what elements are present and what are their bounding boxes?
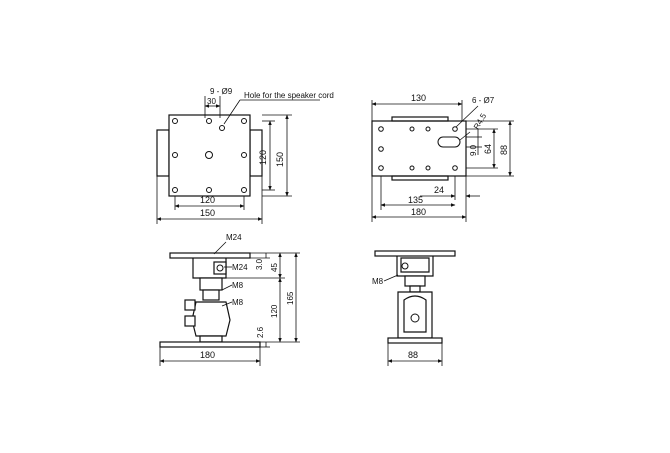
top-right-view: 130 6 - Ø7 R4.5 9.0 64 88 24 135 180 [371,93,514,222]
slot [437,136,461,148]
bolt-m8-1: M8 [232,281,244,290]
dim-120-horizontal: 120 [200,195,215,205]
dim-3: 3.0 [255,258,264,270]
dim-24: 24 [434,185,444,195]
dim-135: 135 [408,195,423,205]
dim-150-vertical: 150 [275,152,285,167]
dim-88: 88 [499,145,509,155]
dim-2-6: 2.6 [256,326,265,338]
top-left-view: 9 - Ø9 30 Hole for the speaker cord 120 … [156,87,334,224]
plate-holes [378,126,458,171]
holes-label: 9 - Ø9 [210,87,233,96]
dim-120-side: 120 [270,304,279,318]
front-bolt-m8: M8 [372,277,384,286]
dim-150-horizontal: 150 [200,208,215,218]
dim-180-bottom-left: 180 [200,350,215,360]
top-plate [169,252,251,259]
mounting-holes [172,118,247,193]
dim-180-top-right: 180 [411,207,426,217]
rect-plate [371,120,467,177]
dim-165: 165 [286,291,295,305]
cord-hole-label: Hole for the speaker cord [244,91,334,100]
bottom-left-view: M24 M24 M8 M8 3.0 45 120 165 2.6 180 [159,233,300,366]
holes-label-right: 6 - Ø7 [472,96,495,105]
dim-88-front: 88 [408,350,418,360]
thread-m24-top: M24 [226,233,242,242]
dim-45: 45 [270,263,279,272]
base-plate [159,341,261,348]
front-base-plate [387,337,443,344]
dim-9: 9.0 [469,144,478,156]
square-plate [168,114,251,197]
left-flange [156,129,170,177]
hole-spacing: 30 [207,97,216,106]
front-top-plate [374,250,456,257]
bottom-right-view: M8 88 [372,250,456,366]
dim-64: 64 [483,144,493,154]
bolt-m8-2: M8 [232,298,244,307]
dim-130: 130 [411,93,426,103]
thread-m24-mid: M24 [232,263,248,272]
dim-120-vertical: 120 [258,150,268,165]
